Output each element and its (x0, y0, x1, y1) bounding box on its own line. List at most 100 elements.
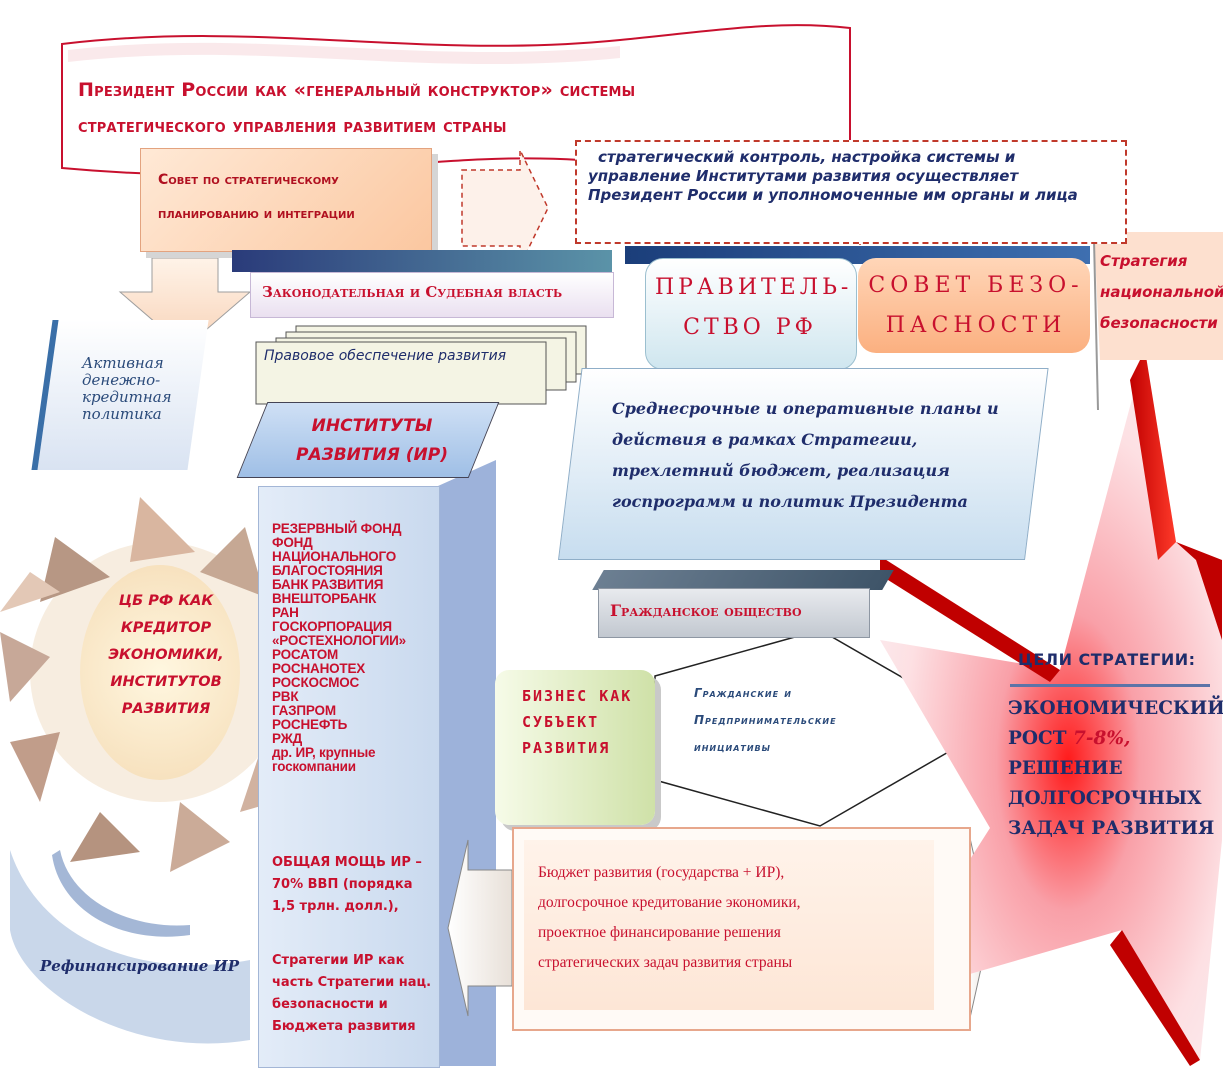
down-arrow-council (118, 257, 252, 349)
business-label: БИЗНЕС КАК СУБЪЕКТ РАЗВИТИЯ (522, 683, 652, 761)
ir-strat-line-3: безопасности и (272, 997, 388, 1012)
budget-left-arrow (447, 839, 513, 1017)
goals-line-2c: , (1123, 728, 1131, 749)
legislative-bar (232, 250, 612, 272)
institute-item: РАН (272, 605, 299, 620)
institute-item: РВК (272, 689, 299, 704)
goals-line-2: РОСТ 7-8%, (1008, 724, 1218, 754)
civil-society-top (592, 570, 894, 590)
initiatives-label: Гражданские и Предпринимательские инициа… (694, 680, 914, 761)
monetary-line-2: денежно- (82, 371, 161, 389)
business-line-1: БИЗНЕС КАК (522, 687, 633, 705)
security-line-2: ПАСНОСТИ (885, 313, 1067, 338)
goals-divider (1010, 684, 1210, 687)
control-note: стратегический контроль, настройка систе… (588, 148, 1108, 205)
initiatives-line-2: Предпринимательские (694, 713, 837, 727)
control-line-3: Президент России и уполномоченные им орг… (588, 186, 1078, 204)
government-box (645, 258, 857, 370)
ir-strat-line-2: часть Стратегии нац. (272, 975, 432, 990)
budget-line-2: долгосрочное кредитование экономики, (538, 894, 801, 911)
central-bank-label: ЦБ РФ КАК КРЕДИТОР ЭКОНОМИКИ, ИНСТИТУТОВ… (106, 588, 226, 723)
cb-line-5: РАЗВИТИЯ (121, 701, 211, 717)
institute-item: ГОСКОРПОРАЦИЯ (272, 619, 392, 634)
budget-line-1: Бюджет развития (государства + ИР), (538, 864, 785, 881)
security-council-label: СОВЕТ БЕЗО- ПАСНОСТИ (866, 266, 1086, 346)
power-line-1: ОБЩАЯ МОЩЬ ИР – (272, 855, 422, 870)
institutes-title-line-1: ИНСТИТУТЫ (311, 416, 433, 436)
ir-strat-line-1: Стратегии ИР как (272, 953, 405, 968)
banner-line-2: стратегического управления развитием стр… (78, 115, 507, 137)
government-line-2: СТВО РФ (683, 315, 817, 340)
goals-line-1: ЭКОНОМИЧЕСКИЙ (1008, 698, 1223, 719)
council-box (140, 148, 432, 252)
business-line-2: СУБЪЕКТ (522, 713, 600, 731)
institutes-list: РЕЗЕРВНЫЙ ФОНД ФОНД НАЦИОНАЛЬНОГО БЛАГОС… (272, 522, 442, 774)
monetary-line-3: кредитная (82, 388, 172, 406)
institutes-title-line-2: РАЗВИТИЯ (ИР) (296, 445, 448, 465)
institute-item: ВНЕШТОРБАНК (272, 591, 377, 606)
strategy-line-3: безопасности (1100, 314, 1218, 332)
power-line-3: 1,5 трлн. долл.), (272, 899, 399, 914)
institute-item: НАЦИОНАЛЬНОГО (272, 549, 397, 564)
institute-item: ФОНД (272, 535, 313, 550)
goals-line-4: ДОЛГОСРОЧНЫХ (1008, 788, 1202, 809)
security-council-box (858, 258, 1090, 353)
institute-item: РЕЗЕРВНЫЙ ФОНД (272, 521, 402, 536)
council-line-2: планированию и интеграции (158, 206, 355, 222)
institute-item: госкомпании (272, 759, 356, 774)
business-line-3: РАЗВИТИЯ (522, 739, 611, 757)
legislative-label: Законодательная и Судебная власть (262, 283, 563, 301)
national-strategy-label: Стратегия национальной безопасности (1100, 246, 1223, 339)
cb-line-1: ЦБ РФ КАК (118, 593, 214, 609)
monetary-line-1: Активная (82, 354, 164, 372)
goals-line-2a: РОСТ (1008, 728, 1073, 749)
strategy-card (1094, 232, 1223, 360)
refinancing-label: Рефинансирование ИР (40, 957, 240, 975)
council-line-1: Совет по стратегическому (158, 172, 339, 188)
ir-strat-line-4: Бюджета развития (272, 1019, 416, 1034)
plans-line-3: трехлетний бюджет, реализация (612, 461, 950, 480)
goals-growth-percent: 7-8% (1072, 728, 1124, 749)
institute-item: РОСНЕФТЬ (272, 717, 348, 732)
refinancing-shape (10, 850, 250, 1044)
strategy-line-2: национальной (1100, 283, 1223, 301)
control-note-box (575, 140, 1127, 244)
budget-line-3: проектное финансирование решения (538, 924, 781, 941)
institute-item: др. ИР, крупные (272, 745, 376, 760)
control-line-1: стратегический контроль, настройка систе… (598, 148, 1016, 166)
initiatives-line-3: инициативы (694, 740, 771, 754)
goals-title: ЦЕЛИ СТРАТЕГИИ: (1018, 650, 1196, 669)
business-box (495, 670, 655, 825)
security-line-1: СОВЕТ БЕЗО- (868, 273, 1084, 298)
budget-inner-box (524, 840, 934, 1010)
institute-item: БЛАГОСТОЯНИЯ (272, 563, 383, 578)
cb-line-2: КРЕДИТОР (120, 620, 212, 636)
institutes-power: ОБЩАЯ МОЩЬ ИР – 70% ВВП (порядка 1,5 трл… (272, 852, 442, 918)
goals-text: ЭКОНОМИЧЕСКИЙ РОСТ 7-8%, РЕШЕНИЕ ДОЛГОСР… (1008, 694, 1223, 844)
control-line-2: управление Институтами развития осуществ… (588, 167, 1019, 185)
plans-line-1: Среднесрочные и оперативные планы и (612, 399, 999, 418)
banner-line-1: Президент России как «генеральный констр… (78, 79, 636, 101)
cb-line-4: ИНСТИТУТОВ (110, 674, 222, 690)
institutes-strategy: Стратегии ИР как часть Стратегии нац. бе… (272, 950, 442, 1038)
budget-line-4: стратегических задач развития страны (538, 954, 793, 971)
institute-item: РОСАТОМ (272, 647, 339, 662)
monetary-line-4: политика (82, 405, 162, 423)
institute-item: РОСКОСМОС (272, 675, 360, 690)
monetary-policy-label: Активная денежно- кредитная политика (82, 355, 222, 423)
legal-support-label: Правовое обеспечение развития (264, 348, 507, 364)
power-line-2: 70% ВВП (порядка (272, 877, 413, 892)
banner-title: Президент России как «генеральный констр… (78, 72, 718, 144)
institutes-title: ИНСТИТУТЫ РАЗВИТИЯ (ИР) (262, 412, 482, 470)
institute-item: ГАЗПРОМ (272, 703, 336, 718)
council-label: Совет по стратегическому планированию и … (158, 163, 418, 231)
goals-line-5: ЗАДАЧ РАЗВИТИЯ (1008, 818, 1215, 839)
initiatives-line-1: Гражданские и (694, 686, 792, 700)
central-bank-circle (80, 565, 240, 780)
budget-label: Бюджет развития (государства + ИР), долг… (538, 858, 938, 978)
strategy-line-1: Стратегия (1100, 252, 1188, 270)
plans-line-2: действия в рамках Стратегии, (612, 430, 918, 449)
government-line-1: ПРАВИТЕЛЬ- (655, 275, 853, 300)
civil-society-box (598, 588, 870, 638)
legislative-box (250, 272, 614, 318)
